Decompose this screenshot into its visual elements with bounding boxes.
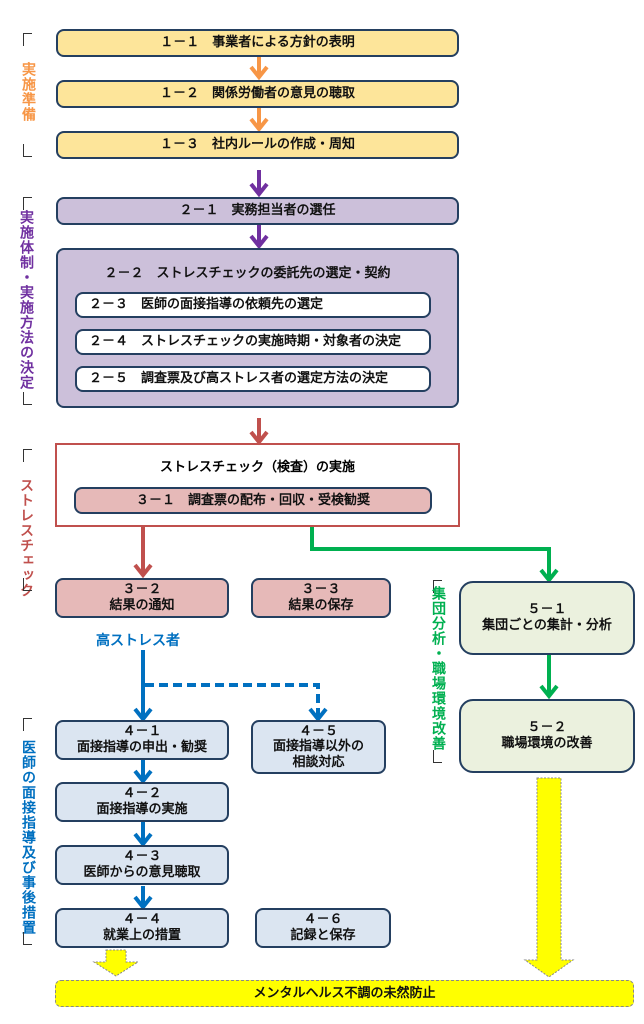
arrow-3-to-3-2 [133,526,153,579]
step-5-1: ５－１ 集団ごとの集計・分析 [459,581,635,655]
step-4-4-text: 就業上の措置 [102,928,181,943]
step-3-2-text: 結果の通知 [109,598,175,613]
step-2-4: ２－４ ストレスチェックの実施時期・対象者の決定 [75,329,431,355]
step-5-1-text: 集団ごとの集計・分析 [482,618,612,633]
step-2-3: ２－３ 医師の面接指導の依頼先の選定 [75,292,431,318]
bracket-top [23,718,32,731]
arrow-dashed-to-4-5 [145,683,328,723]
yellow-arrow-left [92,949,140,977]
arrow-4-1-to-4-2 [133,760,153,785]
step-3-3-num: ３－３ [301,582,341,598]
step-1-1: １－１ 事業者による方針の表明 [56,29,459,57]
step-3-2-num: ３－２ [122,582,162,598]
step-1-3: １－３ 社内ルールの作成・周知 [56,131,459,159]
stress-check-title: ストレスチェック（検査）の実施 [159,460,355,475]
bracket-bottom [23,144,32,157]
goal-banner: メンタルヘルス不調の未然防止 [55,980,634,1007]
step-4-1-num: ４－１ [122,724,162,740]
arrow-1-1-to-1-2 [249,57,269,81]
bracket-top [433,580,442,593]
step-4-1-text: 面接指導の申出・勧奨 [76,740,207,755]
section-label-group: 集団分析・職場環境改善 [430,586,446,751]
step-4-3-num: ４－３ [122,849,162,865]
step-4-3: ４－３ 医師からの意見聴取 [55,845,229,885]
step-2-2: ２－２ ストレスチェックの委託先の選定・契約 [104,266,391,281]
step-1-2: １－２ 関係労働者の意見の聴取 [56,80,459,108]
arrow-3-to-5-1 [310,526,559,584]
yellow-arrow-right [523,777,575,978]
arrow-high-stress-to-4-1 [133,650,153,723]
step-4-4-num: ４－４ [122,912,162,928]
step-4-4: ４－４ 就業上の措置 [55,908,229,948]
step-5-1-num: ５－１ [527,602,567,618]
step-4-1: ４－１ 面接指導の申出・勧奨 [55,720,229,760]
bracket-bottom [23,932,32,945]
step-5-2-text: 職場環境の改善 [501,736,593,751]
bracket-bottom [23,578,32,591]
high-stress-label: 高ストレス者 [96,633,180,649]
arrow-2-to-3 [249,418,269,446]
step-4-5-num: ４－５ [298,723,338,739]
arrow-4-2-to-4-3 [133,822,153,848]
step-5-2: ５－２ 職場環境の改善 [459,699,635,773]
arrow-1-3-to-2-1 [249,170,269,198]
bracket-bottom [23,392,32,405]
bracket-top [23,197,32,210]
section-label-doctor: 医師の面接指導及び事後措置 [20,740,36,935]
step-4-5-text: 面接指導以外の [272,739,364,755]
bracket-bottom [433,750,442,763]
arrow-1-2-to-1-3 [249,108,269,133]
arrow-4-3-to-4-4 [133,886,153,911]
step-4-5: ４－５ 面接指導以外の 相談対応 [251,720,386,774]
section-label-system: 実施体制・実施方法の決定 [18,210,34,390]
section-label-stress: ストレスチェック [18,478,34,598]
step-4-2-num: ４－２ [122,786,162,802]
step-4-5-text2: 相談対応 [292,754,345,770]
step-4-6-text: 記録と保存 [290,928,356,943]
step-4-3-text: 医師からの意見聴取 [83,865,201,880]
step-5-2-num: ５－２ [527,720,567,736]
step-4-6-num: ４－６ [303,912,343,928]
step-3-2: ３－２ 結果の通知 [55,578,229,618]
step-4-2-text: 面接指導の実施 [96,802,188,817]
section-label-prep: 実施準備 [20,62,36,122]
step-3-3: ３－３ 結果の保存 [251,578,391,618]
step-2-5: ２－５ 調査票及び高ストレス者の選定方法の決定 [75,366,431,392]
bracket-top [23,33,32,46]
step-4-6: ４－６ 記録と保存 [255,908,391,948]
step-4-2: ４－２ 面接指導の実施 [55,782,229,822]
arrow-5-1-to-5-2 [539,655,559,700]
step-3-1: ３－１ 調査票の配布・回収・受検勧奨 [74,487,432,514]
step-3-3-text: 結果の保存 [288,598,354,613]
bracket-top [23,449,32,462]
arrow-2-1-to-2-2 [249,225,269,250]
step-2-1: ２－１ 実務担当者の選任 [56,197,459,225]
